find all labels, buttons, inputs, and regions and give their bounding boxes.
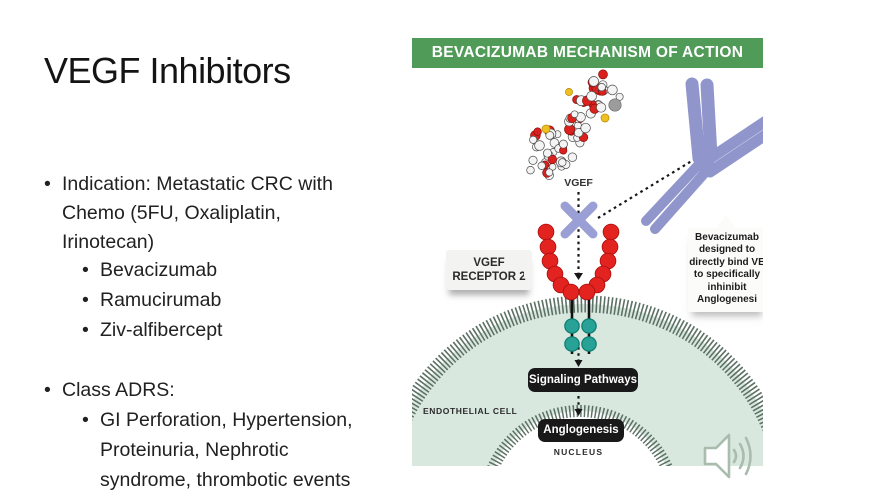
diagram-header: BEVACIZUMAB MECHANISM OF ACTION — [412, 38, 763, 68]
list-item: • Ziv-alfibercept — [82, 315, 414, 345]
bullet-dot: • — [44, 379, 51, 401]
mechanism-diagram-image: BEVACIZUMAB MECHANISM OF ACTION VGEF VGE… — [412, 38, 763, 466]
bullet-indication: • Indication: Metastatic CRC with Chemo … — [44, 170, 414, 257]
bevacizumab-antibody-shape — [641, 77, 763, 234]
vgef-molecule-model — [526, 69, 624, 180]
bullet-dot: • — [82, 319, 89, 341]
drug-name: Ramucirumab — [100, 289, 222, 311]
drug-name: Bevacizumab — [100, 259, 218, 281]
bullet-class-adrs: • Class ADRS: — [44, 376, 414, 405]
signaling-pathways-box: Signaling Pathways — [528, 368, 638, 392]
callout-line: designed to — [698, 244, 756, 256]
list-item: • GI Perforation, Hypertension, Proteinu… — [82, 405, 414, 495]
bullet-dot: • — [44, 173, 51, 195]
callout-line: inhinibit — [707, 281, 747, 293]
bullet-dot: • — [82, 289, 89, 311]
bullet-dot: • — [82, 409, 89, 431]
drug-name: Ziv-alfibercept — [100, 319, 223, 341]
list-item: • Ramucirumab — [82, 285, 414, 315]
bevacizumab-callout-bubble: Bevacizumab designed to directly bind VE… — [688, 214, 763, 313]
blocked-binding-x-mark — [560, 201, 598, 239]
speaker-icon[interactable] — [700, 432, 760, 480]
nucleus-label: NUCLEUS — [553, 447, 604, 457]
vgef-receptor-2-bubble: VGEF RECEPTOR 2 — [446, 250, 534, 290]
callout-line: to specifically — [693, 269, 761, 281]
vgef-receptor-2-shape — [537, 223, 620, 301]
adrs-items-text: GI Perforation, Hypertension, Proteinuri… — [100, 409, 353, 491]
receptor-label-line2: RECEPTOR 2 — [452, 271, 526, 283]
receptor-label-line1: VGEF — [473, 257, 505, 269]
callout-line: Anglogenesi — [696, 294, 757, 306]
bullet-dot: • — [82, 259, 89, 281]
endothelial-cell-label: ENDOTHELIAL CELL — [423, 406, 518, 416]
list-item: • Bevacizumab — [82, 255, 414, 285]
indication-drug-list: • Bevacizumab • Ramucirumab • Ziv-alfibe… — [44, 255, 414, 345]
callout-line: directly bind VE — [689, 256, 763, 268]
callout-line: Bevacizumab — [695, 232, 759, 243]
vgef-label: VGEF — [564, 177, 593, 189]
bullet-list: • Indication: Metastatic CRC with Chemo … — [44, 170, 414, 495]
angiogenesis-box: Anglogenesis — [538, 419, 624, 442]
bullet-indication-text: Indication: Metastatic CRC with Chemo (5… — [62, 173, 333, 253]
page-title: VEGF Inhibitors — [44, 50, 291, 91]
diagram-graphics — [412, 69, 763, 466]
class-adrs-text: Class ADRS: — [62, 379, 175, 401]
